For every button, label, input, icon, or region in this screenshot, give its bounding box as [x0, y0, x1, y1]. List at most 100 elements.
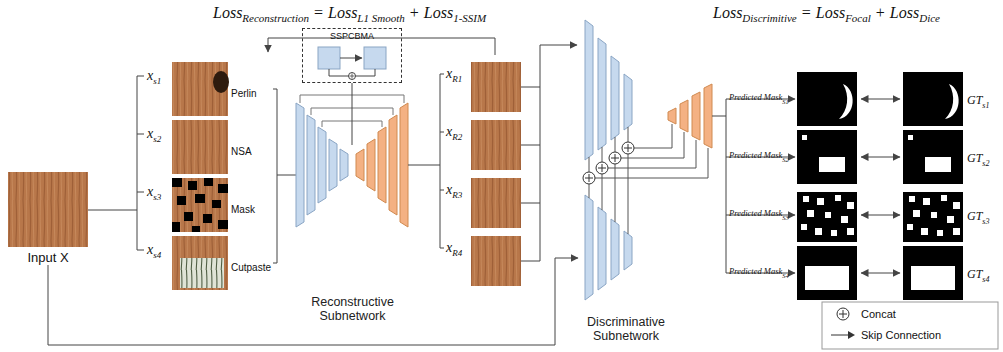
formula-term: L1 Smooth [357, 12, 404, 24]
label-group: GTs2 [967, 148, 989, 168]
shape-polygon [598, 38, 606, 150]
shape-polygon [367, 139, 375, 191]
shape-polygon [378, 127, 386, 203]
shape-path [137, 76, 144, 250]
formula-term: s4 [982, 275, 989, 284]
concat-symbol [837, 308, 849, 320]
label-group: xs1 [147, 66, 161, 86]
formula-term: x [147, 68, 153, 83]
shape-polygon [400, 103, 408, 227]
formula-term: Predicted Mask [729, 92, 782, 102]
shape-rect [177, 196, 186, 205]
formula-term: x [446, 66, 452, 81]
node-text: Discriminative Subnetwork [578, 315, 674, 343]
node-text: Input X [8, 250, 88, 265]
label-group: NSA [231, 141, 252, 159]
formula-term: R1 [452, 74, 462, 84]
shape-rect [203, 214, 212, 223]
reconstructive-subnetwork: Reconstructive Subnetwork [290, 145, 415, 323]
formula-term: GT [967, 267, 982, 281]
label-group: xR4 [446, 238, 462, 258]
augmentation-name: Cutpaste [231, 262, 271, 273]
shape-rect [212, 200, 221, 208]
legend-row: Skip Connection [830, 327, 941, 343]
legend-text: Skip Connection [861, 329, 941, 341]
shape-ellipse [213, 71, 229, 93]
formula-term: Loss [328, 4, 357, 21]
shape-rect [172, 236, 228, 290]
shape-g [172, 178, 228, 232]
formula-term: Predicted Mask [729, 150, 782, 160]
formula-term: R4 [452, 248, 462, 258]
shape-use [903, 130, 963, 184]
formula-term: 1-SSIM [453, 12, 486, 24]
formula-term: GT [967, 93, 982, 107]
shape-g [583, 142, 634, 184]
label-group: Predicted MaskS1 [729, 86, 789, 105]
label-group: Perlin [231, 83, 257, 101]
augmentation-name: Mask [231, 204, 255, 215]
formula-term: GT [967, 151, 982, 165]
formula-term: + [876, 4, 885, 21]
shape-g [585, 20, 632, 300]
shape-rect [184, 212, 193, 221]
label-group: LossReconstruction=LossL1 Smooth+Loss1-S… [213, 4, 486, 24]
formula-term: + [410, 4, 419, 21]
shape-rect [172, 178, 182, 187]
formula-term: Predicted Mask [729, 266, 782, 276]
shape-path [595, 124, 708, 178]
formula-term: R3 [452, 190, 462, 200]
formula-term: S3 [782, 214, 789, 221]
shape-use [797, 188, 857, 242]
formula-term: s2 [982, 159, 989, 168]
formula-term: x [446, 124, 452, 139]
label-group: xs4 [147, 240, 161, 260]
skip-arrowhead [848, 331, 855, 339]
shape-path [340, 58, 362, 59]
shape-rect [471, 62, 521, 112]
label-group: xs2 [147, 124, 161, 144]
legend-sample [830, 306, 856, 322]
shape-circle [349, 73, 356, 80]
shape-path [540, 45, 577, 46]
shape-rect [204, 178, 213, 186]
label-group: xR2 [446, 122, 462, 142]
shape-path [273, 89, 296, 263]
shape-rect [218, 220, 228, 229]
shape-polygon [389, 115, 397, 215]
shape-use [903, 188, 963, 242]
shape-polygon [624, 74, 632, 130]
shape-polygon [704, 84, 712, 148]
label-group: Mask [231, 199, 255, 217]
shape-polygon [611, 56, 619, 140]
formula-term: s1 [982, 101, 989, 110]
shape-polygon [598, 207, 606, 290]
shape-use [797, 72, 857, 126]
connector [48, 258, 578, 345]
label-group: Cutpaste [231, 257, 271, 275]
formula-term: Discrimitive [742, 12, 796, 24]
node-text: SSPCBMA [303, 31, 401, 41]
shape-rect [364, 47, 386, 69]
input-image: Input X [8, 172, 88, 265]
formula-term: R2 [452, 132, 462, 142]
formula-term: S1 [782, 98, 789, 105]
attention-module: SSPCBMA [302, 28, 402, 83]
shape-rect [471, 236, 521, 286]
legend-sample [830, 327, 856, 343]
formula-term: x [446, 182, 452, 197]
shape-polygon [611, 219, 619, 280]
label-group: Predicted MaskS2 [729, 144, 789, 163]
label-group: xR1 [446, 64, 462, 84]
skip-arrow [831, 335, 849, 336]
formula-term: Loss [424, 4, 453, 21]
label-group: LossDiscrimitive=LossFocal+LossDice [713, 4, 940, 24]
shape-rect [172, 222, 180, 232]
shape-rect [822, 302, 998, 349]
formula-term: x [147, 242, 153, 257]
label-group: GTs4 [967, 264, 989, 284]
formula-term: Loss [713, 4, 742, 21]
formula-term: Loss [816, 4, 845, 21]
